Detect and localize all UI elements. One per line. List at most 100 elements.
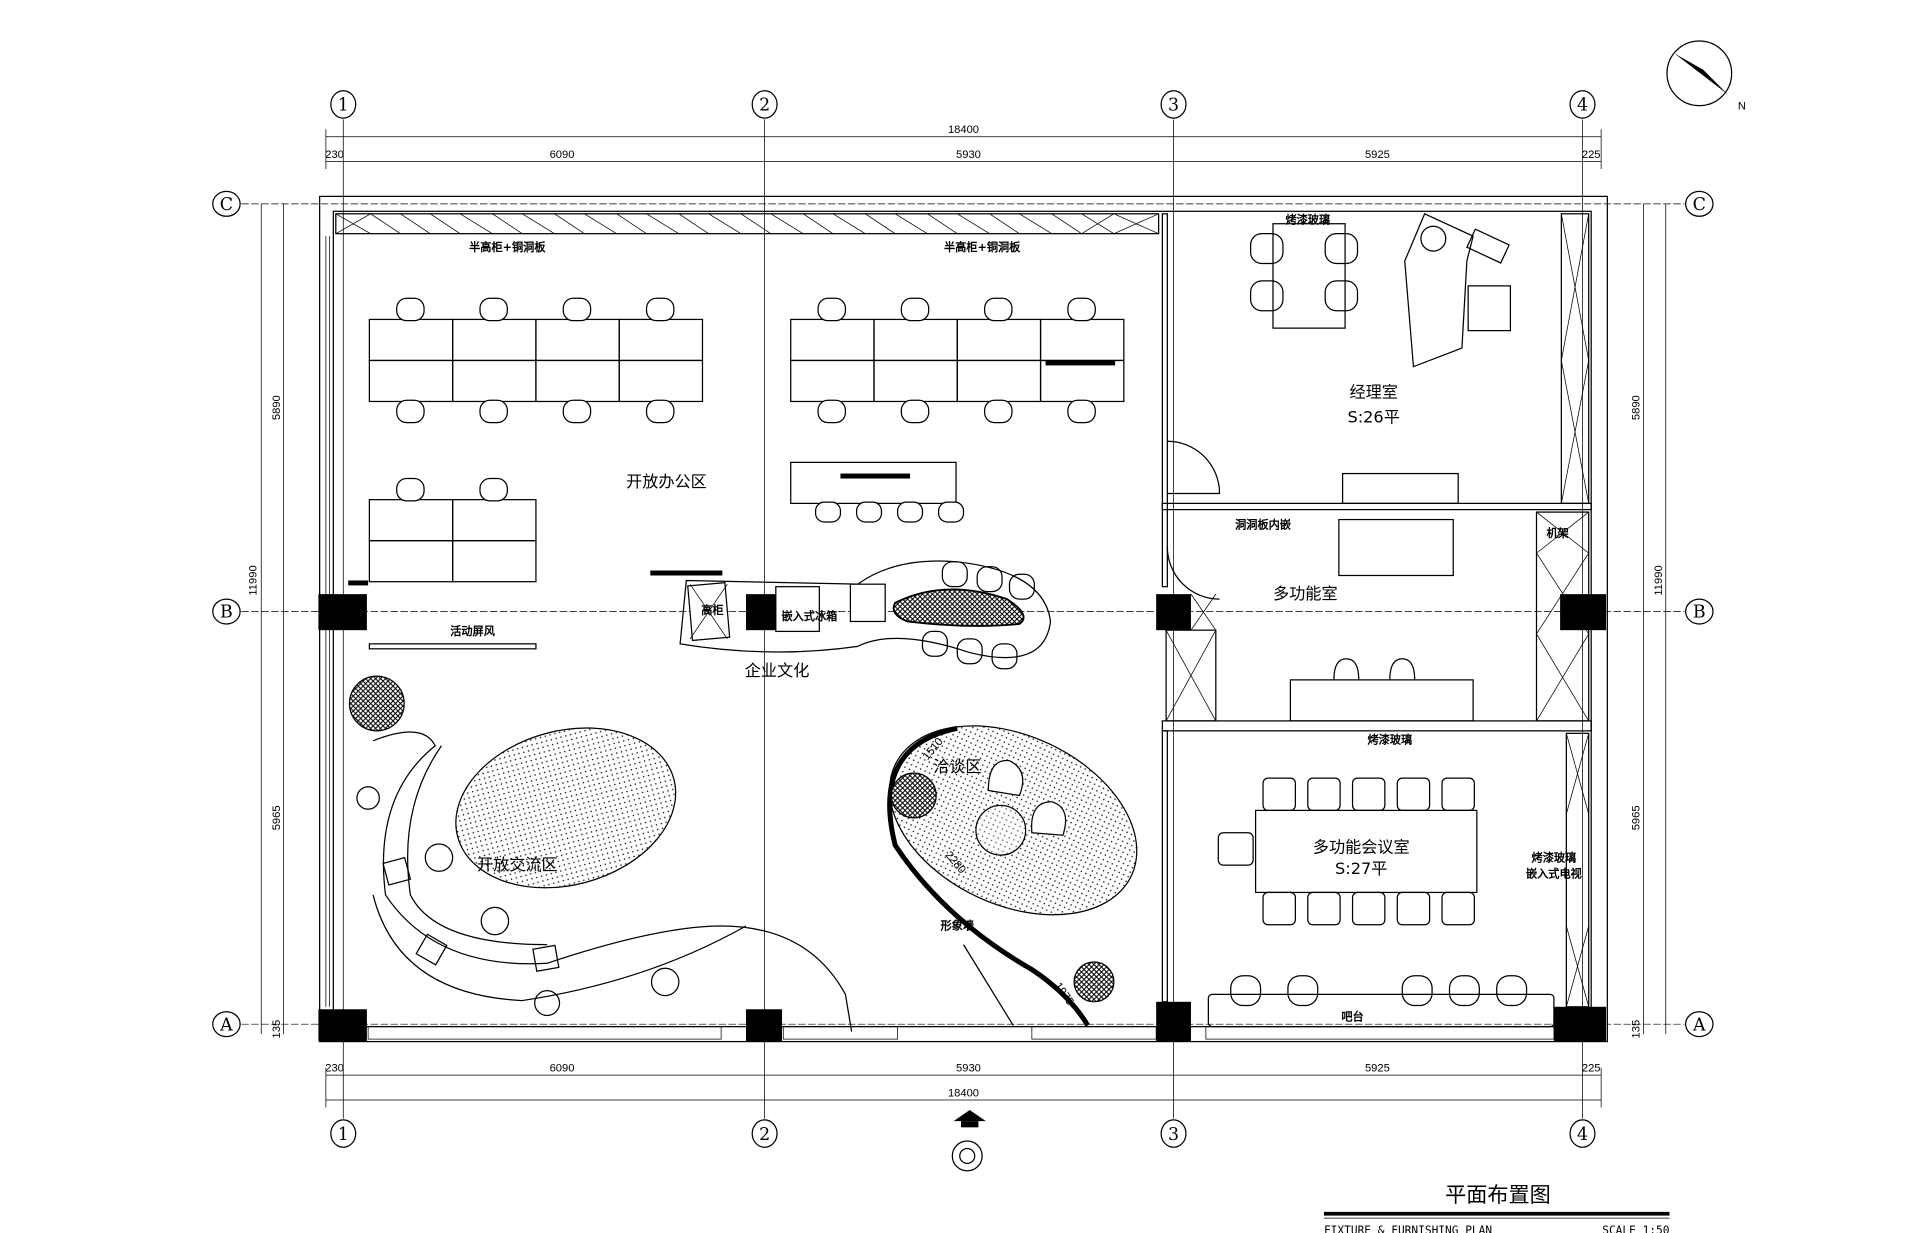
conference-room [1207, 732, 1590, 1028]
label-negotiation: 洽谈区 [933, 757, 981, 776]
svg-text:3: 3 [1168, 1125, 1179, 1145]
chair [855, 501, 883, 523]
grid-bubble-b-right: B [1685, 598, 1714, 625]
svg-text:2: 2 [759, 96, 770, 116]
desk [368, 499, 454, 542]
desk [368, 540, 454, 583]
drawing-title: 平面布置图 [1445, 1182, 1551, 1207]
desk [873, 359, 958, 403]
label-cabinet-right: 半高柜+铜洞板 [944, 240, 1021, 254]
shelf-bar [348, 580, 369, 586]
grid-bubble-a-left: A [212, 1011, 241, 1038]
desk [535, 318, 620, 362]
grid-bubble-b-left: B [212, 598, 241, 625]
svg-text:N: N [1738, 100, 1746, 112]
svg-text:5890: 5890 [1631, 395, 1643, 420]
chair [900, 399, 930, 424]
manager-office [1167, 212, 1590, 505]
multi-function-room [1165, 511, 1590, 722]
svg-text:230: 230 [325, 149, 344, 161]
movable-screen [368, 643, 537, 650]
desk [535, 359, 620, 403]
svg-text:135: 135 [1631, 1020, 1643, 1039]
svg-text:11990: 11990 [1653, 565, 1665, 595]
workstations [368, 297, 1125, 583]
grid-bubble-1-bottom: 1 [330, 1119, 357, 1148]
chair [645, 399, 675, 424]
svg-text:11990: 11990 [247, 565, 259, 595]
svg-text:5925: 5925 [1365, 1062, 1390, 1074]
label-conference: 多功能会议室 [1313, 838, 1410, 857]
chair [897, 501, 924, 523]
chair [479, 297, 508, 322]
chair [1067, 399, 1096, 424]
grid-bubbles: 1 2 3 4 1 2 3 4 C B A C B A [212, 90, 1714, 1148]
svg-text:3: 3 [1168, 96, 1179, 116]
svg-text:225: 225 [1582, 1062, 1601, 1074]
chair [1067, 297, 1096, 322]
chair [396, 399, 425, 424]
chair [900, 297, 930, 322]
desk [1039, 359, 1125, 403]
svg-text:18400: 18400 [948, 124, 979, 136]
grid-bubble-3-top: 3 [1160, 90, 1187, 119]
chair [1351, 777, 1386, 812]
label-pegboard: 洞洞板内嵌 [1235, 517, 1292, 531]
svg-text:135: 135 [271, 1020, 283, 1039]
desk [452, 318, 537, 362]
desk [368, 318, 454, 362]
chair [1307, 777, 1341, 812]
desk [790, 359, 875, 403]
svg-text:5890: 5890 [271, 395, 283, 420]
label-high-cabinet: 高柜 [701, 603, 723, 617]
bar-stool [1230, 975, 1262, 1007]
svg-text:B: B [1693, 603, 1706, 623]
label-open-exchange: 开放交流区 [477, 855, 558, 874]
label-conference-area: S:27平 [1335, 859, 1387, 878]
shelf-bar [840, 473, 911, 479]
chair [645, 297, 675, 322]
bar-stools [921, 561, 1035, 670]
svg-text:225: 225 [1582, 149, 1601, 161]
bar-stool [1401, 975, 1433, 1007]
title-block: 平面布置图 FIXTURE & FURNISHING PLAN SCALE 1:… [1323, 1182, 1670, 1233]
svg-text:6090: 6090 [550, 1062, 575, 1074]
grid-bubble-a-right: A [1685, 1011, 1714, 1038]
chair [984, 297, 1013, 322]
grid-bubble-c-right: C [1685, 190, 1714, 217]
label-fridge: 嵌入式冰箱 [781, 609, 837, 623]
svg-text:18400: 18400 [948, 1087, 979, 1099]
label-multi-room: 多功能室 [1273, 584, 1338, 603]
grid-bubble-1-top: 1 [330, 90, 357, 119]
chair [814, 501, 842, 523]
grid-bubble-3-bottom: 3 [1160, 1119, 1187, 1148]
svg-text:A: A [219, 1015, 233, 1035]
desk [452, 359, 537, 403]
desk [618, 359, 704, 403]
bar-stool [1496, 975, 1528, 1007]
svg-text:5930: 5930 [956, 149, 981, 161]
svg-text:C: C [1693, 195, 1706, 215]
open-exchange-area [348, 675, 853, 1032]
chair [1441, 891, 1475, 926]
shelf-bar [1045, 360, 1116, 366]
svg-text:2: 2 [759, 1125, 770, 1145]
drawing-subtitle: FIXTURE & FURNISHING PLAN [1324, 1224, 1492, 1233]
svg-text:4: 4 [1577, 1125, 1588, 1145]
desk [956, 359, 1042, 403]
chair [396, 297, 425, 322]
svg-text:5930: 5930 [956, 1062, 981, 1074]
bar-stool [1448, 975, 1480, 1007]
chair [817, 399, 847, 424]
svg-text:6090: 6090 [550, 149, 575, 161]
chair [479, 477, 508, 502]
label-rack: 机架 [1546, 526, 1569, 540]
drawing-scale: SCALE 1:50 [1602, 1224, 1669, 1233]
label-manager-glass: 烤漆玻璃 [1285, 213, 1330, 227]
svg-text:B: B [220, 603, 233, 623]
pantry-counter [679, 560, 1052, 659]
label-multi-glass: 烤漆玻璃 [1367, 732, 1412, 746]
svg-text:1: 1 [338, 96, 349, 116]
chair [396, 477, 425, 502]
chair [1262, 891, 1296, 926]
